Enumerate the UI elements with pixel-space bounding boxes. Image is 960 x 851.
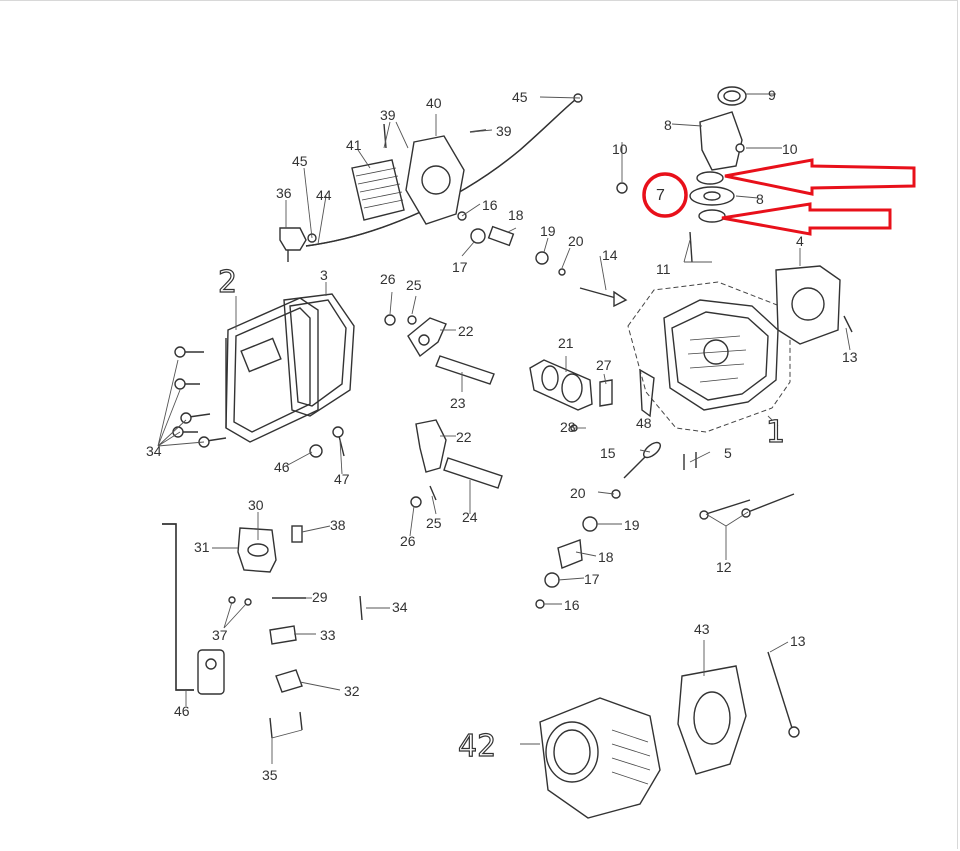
label-13-upper: 13	[842, 349, 858, 365]
label-8-mid: 8	[756, 191, 764, 207]
label-1: 1	[766, 415, 785, 450]
label-21: 21	[558, 335, 574, 351]
rocker-arm-lower	[415, 419, 447, 473]
valve-cover-bolts	[172, 346, 227, 448]
label-48-head: 48	[636, 415, 652, 431]
filter-element	[351, 159, 405, 221]
label-10-left: 10	[612, 141, 628, 157]
red-arrow-lower	[721, 202, 892, 236]
intake-valve	[579, 287, 628, 308]
rocker-shaft-upper	[435, 355, 495, 385]
label-13-lower: 13	[790, 633, 806, 649]
label-9: 9	[768, 87, 776, 103]
label-20-upper: 20	[568, 233, 584, 249]
label-5: 5	[724, 445, 732, 461]
label-33: 33	[320, 627, 336, 643]
label-47: 47	[334, 471, 350, 487]
label-14: 14	[602, 247, 618, 263]
label-11: 11	[656, 261, 671, 277]
label-8-top: 8	[664, 117, 672, 133]
cylinder-block	[539, 697, 661, 819]
intake-manifold	[699, 86, 747, 171]
label-42: 42	[458, 729, 496, 764]
label-24: 24	[462, 509, 478, 525]
head-gasket	[775, 265, 841, 345]
label-16-lower: 16	[564, 597, 580, 613]
label-26-upper: 26	[380, 271, 396, 287]
label-30: 30	[248, 497, 264, 513]
label-25-lower: 25	[426, 515, 442, 531]
tensioner-bracket	[237, 527, 277, 573]
label-23: 23	[450, 395, 466, 411]
label-36: 36	[276, 185, 292, 201]
red-circle-highlight	[642, 172, 688, 218]
exhaust-valve	[623, 441, 662, 479]
label-34-left: 34	[146, 443, 162, 459]
cylinder-gasket	[677, 665, 747, 775]
rocker-arm-upper	[407, 317, 447, 358]
rocker-shaft-lower	[443, 457, 503, 489]
label-27: 27	[596, 357, 612, 373]
label-18-lower: 18	[598, 549, 614, 565]
label-39-right: 39	[496, 123, 512, 139]
label-45-top: 45	[512, 89, 528, 105]
red-arrow-upper	[724, 158, 916, 196]
label-46-mid: 46	[274, 459, 290, 475]
stud-bolts	[699, 493, 795, 520]
label-20-lower: 20	[570, 485, 586, 501]
label-18-upper: 18	[508, 207, 524, 223]
cover-plate	[405, 135, 465, 225]
part-number-labels: 1 2 3 4 5 7 8 8 9 10 10 11 12 13 13 14 1…	[146, 87, 858, 783]
label-35: 35	[262, 767, 278, 783]
leader-lines	[157, 93, 851, 764]
label-45-left: 45	[292, 153, 308, 169]
oil-tube	[162, 523, 225, 695]
valve-cover-gasket-part	[283, 293, 355, 417]
label-19-lower: 19	[624, 517, 640, 533]
label-34-right: 34	[392, 599, 408, 615]
label-31: 31	[194, 539, 210, 555]
label-25-upper: 25	[406, 277, 422, 293]
valve-cover-part	[225, 297, 319, 443]
insulator-and-washers	[689, 171, 735, 223]
label-29: 29	[312, 589, 328, 605]
breather-hose	[279, 99, 576, 262]
label-22-lower: 22	[456, 429, 472, 445]
label-32: 32	[344, 683, 360, 699]
camshaft	[529, 359, 593, 411]
label-7: 7	[656, 187, 665, 204]
label-37: 37	[212, 627, 228, 643]
label-15: 15	[600, 445, 616, 461]
cylinder-head	[627, 281, 791, 433]
label-12: 12	[716, 559, 732, 575]
label-16-upper: 16	[482, 197, 498, 213]
label-2: 2	[218, 265, 237, 300]
red-highlight-annotations	[642, 158, 916, 236]
label-26-lower: 26	[400, 533, 416, 549]
label-28: 28	[560, 419, 576, 435]
label-22-upper: 22	[458, 323, 474, 339]
label-40: 40	[426, 95, 442, 111]
label-39-left: 39	[380, 107, 396, 123]
label-19-upper: 19	[540, 223, 556, 239]
label-46-bottom: 46	[174, 703, 190, 719]
label-38: 38	[330, 517, 346, 533]
label-44: 44	[316, 187, 332, 203]
label-4: 4	[796, 233, 804, 249]
cylinder-stud	[767, 651, 800, 738]
label-17-upper: 17	[452, 259, 468, 275]
label-10-right: 10	[782, 141, 798, 157]
label-43: 43	[694, 621, 710, 637]
label-17-lower: 17	[584, 571, 600, 587]
label-41: 41	[346, 137, 362, 153]
label-3: 3	[320, 267, 328, 283]
